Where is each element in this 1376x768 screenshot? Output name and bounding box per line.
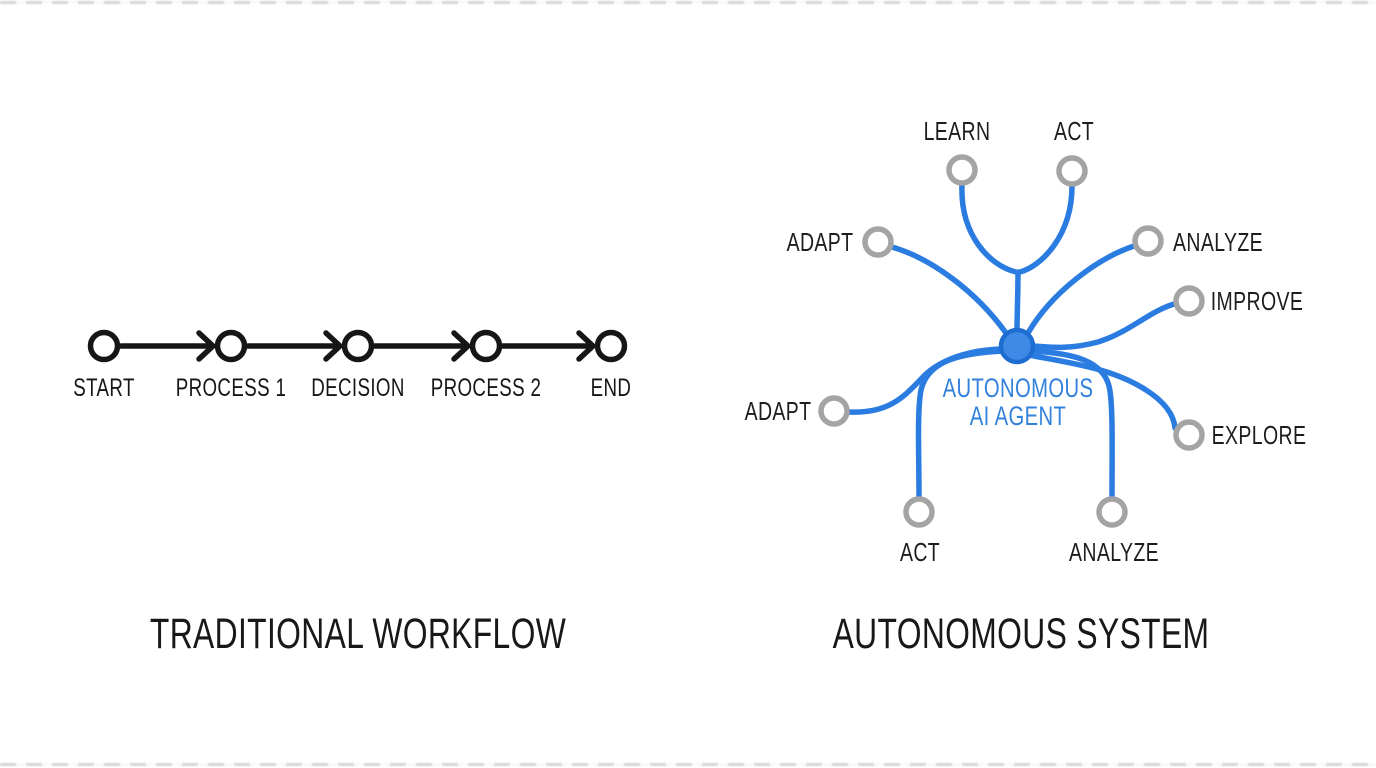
autonomous-system-diagram: LEARN ACT ADAPT ANALYZE IMPROVE ADAPT EX… bbox=[745, 116, 1307, 658]
agent-node-analyze-bottom bbox=[1096, 496, 1128, 528]
node-label-act-bottom: ACT bbox=[900, 537, 940, 566]
node-label-learn: LEARN bbox=[924, 116, 991, 145]
spoke-act-bottom bbox=[915, 348, 1007, 500]
spoke-improve bbox=[1030, 301, 1177, 351]
node-label-adapt-upper: ADAPT bbox=[787, 227, 854, 256]
spoke-analyze-bottom bbox=[1028, 348, 1115, 500]
spoke-learn bbox=[959, 182, 1019, 275]
flow-arrow-4 bbox=[500, 330, 596, 362]
top-edge-artifact bbox=[0, 1, 1376, 4]
agent-node-act-bottom bbox=[903, 496, 935, 528]
agent-node-adapt-lower bbox=[818, 395, 850, 427]
spoke-analyze-upper bbox=[1025, 243, 1137, 336]
traditional-workflow-title: TRADITIONAL WORKFLOW bbox=[150, 610, 566, 658]
flow-node-decision bbox=[341, 329, 375, 363]
step-label-process-1: PROCESS 1 bbox=[176, 373, 287, 401]
flow-node-start bbox=[87, 329, 121, 363]
arrow-head-icon bbox=[196, 330, 216, 362]
hub-label-line1: AUTONOMOUS bbox=[943, 373, 1094, 404]
flow-arrow-3 bbox=[372, 330, 471, 362]
node-label-improve: IMPROVE bbox=[1211, 286, 1304, 315]
step-label-decision: DECISION bbox=[311, 373, 405, 401]
bottom-edge-artifact bbox=[0, 763, 1376, 766]
flow-node-process-1 bbox=[214, 329, 248, 363]
traditional-workflow-diagram: START PROCESS 1 DECISION PROCESS 2 END T… bbox=[73, 329, 632, 658]
spoke-adapt-upper bbox=[889, 244, 1009, 336]
node-label-adapt-lower: ADAPT bbox=[745, 396, 812, 425]
arrow-head-icon bbox=[451, 330, 471, 362]
node-label-analyze-upper: ANALYZE bbox=[1173, 227, 1263, 256]
node-label-act-top: ACT bbox=[1054, 116, 1094, 145]
spoke-stem bbox=[1014, 269, 1021, 336]
step-label-process-2: PROCESS 2 bbox=[431, 373, 542, 401]
hub-label-line2: AI AGENT bbox=[970, 401, 1066, 432]
step-label-start: START bbox=[73, 373, 135, 401]
autonomous-system-title: AUTONOMOUS SYSTEM bbox=[833, 610, 1210, 658]
flow-arrow-2 bbox=[245, 330, 343, 362]
node-label-explore: EXPLORE bbox=[1212, 420, 1307, 449]
agent-node-act-top bbox=[1056, 155, 1088, 187]
hub-node bbox=[998, 327, 1036, 365]
agent-node-learn bbox=[946, 154, 978, 186]
agent-node-adapt-upper bbox=[862, 226, 894, 258]
flow-node-process-2 bbox=[469, 329, 503, 363]
flow-node-end bbox=[594, 329, 628, 363]
flow-arrow-1 bbox=[118, 330, 216, 362]
arrow-head-icon bbox=[576, 330, 596, 362]
node-label-analyze-bottom: ANALYZE bbox=[1069, 537, 1159, 566]
arrow-head-icon bbox=[323, 330, 343, 362]
spoke-explore bbox=[1026, 352, 1178, 431]
agent-node-explore bbox=[1173, 419, 1205, 451]
spoke-act-top bbox=[1017, 183, 1075, 275]
agent-node-analyze-upper bbox=[1132, 225, 1164, 257]
step-label-end: END bbox=[591, 373, 632, 401]
agent-node-improve bbox=[1173, 285, 1205, 317]
